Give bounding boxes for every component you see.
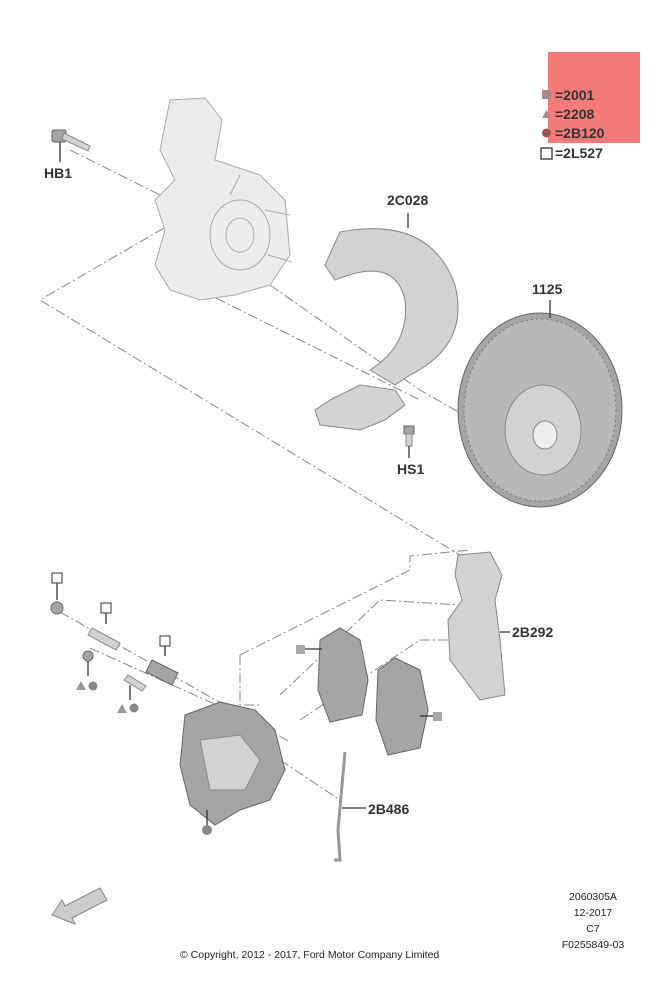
label-hs1: HS1 [397,461,424,477]
circle-2b120-icon [129,703,139,713]
triangle-2208-icon [76,681,86,690]
circle-2b120-icon [88,681,98,691]
diagram-revision: C7 [586,923,600,935]
label-2c028: 2C028 [387,192,428,208]
legend: =2001 =2208 =2B120 =2L527 [540,52,640,161]
triangle-2208-icon [117,704,127,713]
copyright-text: © Copyright, 2012 - 2017, Ford Motor Com… [180,949,439,961]
legend-item-2001: =2001 [555,87,595,103]
diagram-file-code: F0255849-03 [562,939,625,951]
brake-caliper[interactable] [179,701,286,835]
label-2b486: 2B486 [368,801,409,817]
legend-square-2001-icon [296,645,305,654]
triangle-icon [542,110,551,118]
circle-2b120-icon [202,825,212,835]
circle-icon [542,128,551,138]
legend-square-2001-icon [433,712,442,721]
vehicle-direction-arrow-icon [51,887,108,925]
square-outline-icon [540,147,553,160]
legend-outline-square-2l527-icon [100,602,112,614]
square-filled-icon [542,90,551,99]
legend-item-2b120: =2B120 [555,125,605,141]
guide-pins[interactable] [50,572,179,713]
diagram-date: 12-2017 [574,907,613,919]
legend-item-2208: =2208 [555,106,595,122]
diagram-code: 2060305A [569,891,617,903]
brake-pad-outer[interactable] [375,657,442,756]
label-1125: 1125 [532,281,563,297]
label-hb1: HB1 [44,165,72,181]
anti-rattle-clip-2b486[interactable]: 2B486 [334,751,409,862]
legend-highlight [548,52,640,143]
brake-pad-inner[interactable] [296,627,369,723]
hub-bolt-hb1[interactable]: HB1 [44,129,91,181]
brake-disc-1125[interactable]: 1125 [457,281,623,508]
legend-item-2l527: =2L527 [555,145,603,161]
footer: 2060305A 12-2017 C7 F0255849-03 © Copyri… [180,891,624,961]
legend-outline-square-2l527-icon [159,635,171,647]
brake-shield-2c028[interactable]: 2C028 [314,192,459,431]
caliper-bracket-2b292[interactable]: 2B292 [447,551,553,701]
legend-outline-square-2l527-icon [51,572,63,584]
shield-bolt-hs1[interactable]: HS1 [397,425,424,477]
steering-knuckle[interactable] [154,97,293,301]
label-2b292: 2B292 [512,624,553,640]
